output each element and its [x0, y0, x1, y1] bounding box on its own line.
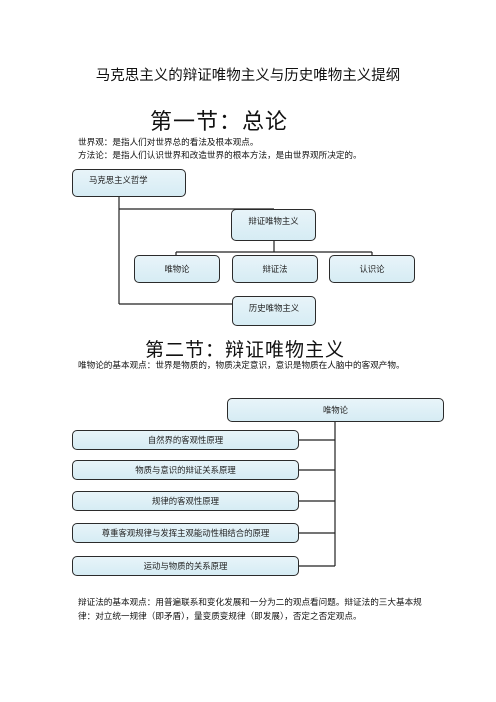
dialectics-basic-view-line1: 辩证法的基本观点：用普遍联系和变化发展和一分为二的观点看问题。辩证法的三大基本规 [78, 598, 422, 608]
box-marxist-philosophy: 马克思主义哲学 [72, 169, 186, 197]
document-title: 马克思主义的辩证唯物主义与历史唯物主义提纲 [95, 68, 401, 84]
box-historical-materialism: 历史唯物主义 [232, 296, 316, 326]
box-principle-subjective-initiative: 尊重客观规律与发挥主观能动性相结合的原理 [72, 523, 299, 543]
box-principle-nature-objectivity: 自然界的客观性原理 [72, 430, 299, 450]
box-dialectics: 辩证法 [232, 255, 318, 283]
definition-methodology: 方法论：是指人们认识世界和改造世界的根本方法，是由世界观所决定的。 [78, 151, 362, 161]
box-principle-law-objectivity: 规律的客观性原理 [72, 491, 299, 511]
dialectics-basic-view-line2: 律：对立统一规律（即矛盾），量变质变规律（即发展），否定之否定观点。 [78, 612, 362, 622]
box-materialism-root: 唯物论 [227, 398, 444, 422]
materialism-basic-view: 唯物论的基本观点：世界是物质的，物质决定意识，意识是物质在人脑中的客观产物。 [78, 361, 405, 371]
box-principle-matter-consciousness: 物质与意识的辩证关系原理 [72, 460, 299, 480]
box-dialectical-materialism: 辩证唯物主义 [231, 209, 316, 241]
box-epistemology: 认识论 [329, 255, 415, 283]
section-heading-overview: 第一节：总论 [150, 110, 289, 135]
box-materialism: 唯物论 [134, 255, 220, 283]
section-heading-dialectical-materialism: 第二节：辩证唯物主义 [145, 339, 346, 361]
box-principle-motion-matter: 运动与物质的关系原理 [72, 556, 299, 576]
definition-worldview: 世界观：是指人们对世界总的看法及根本观点。 [78, 138, 259, 148]
